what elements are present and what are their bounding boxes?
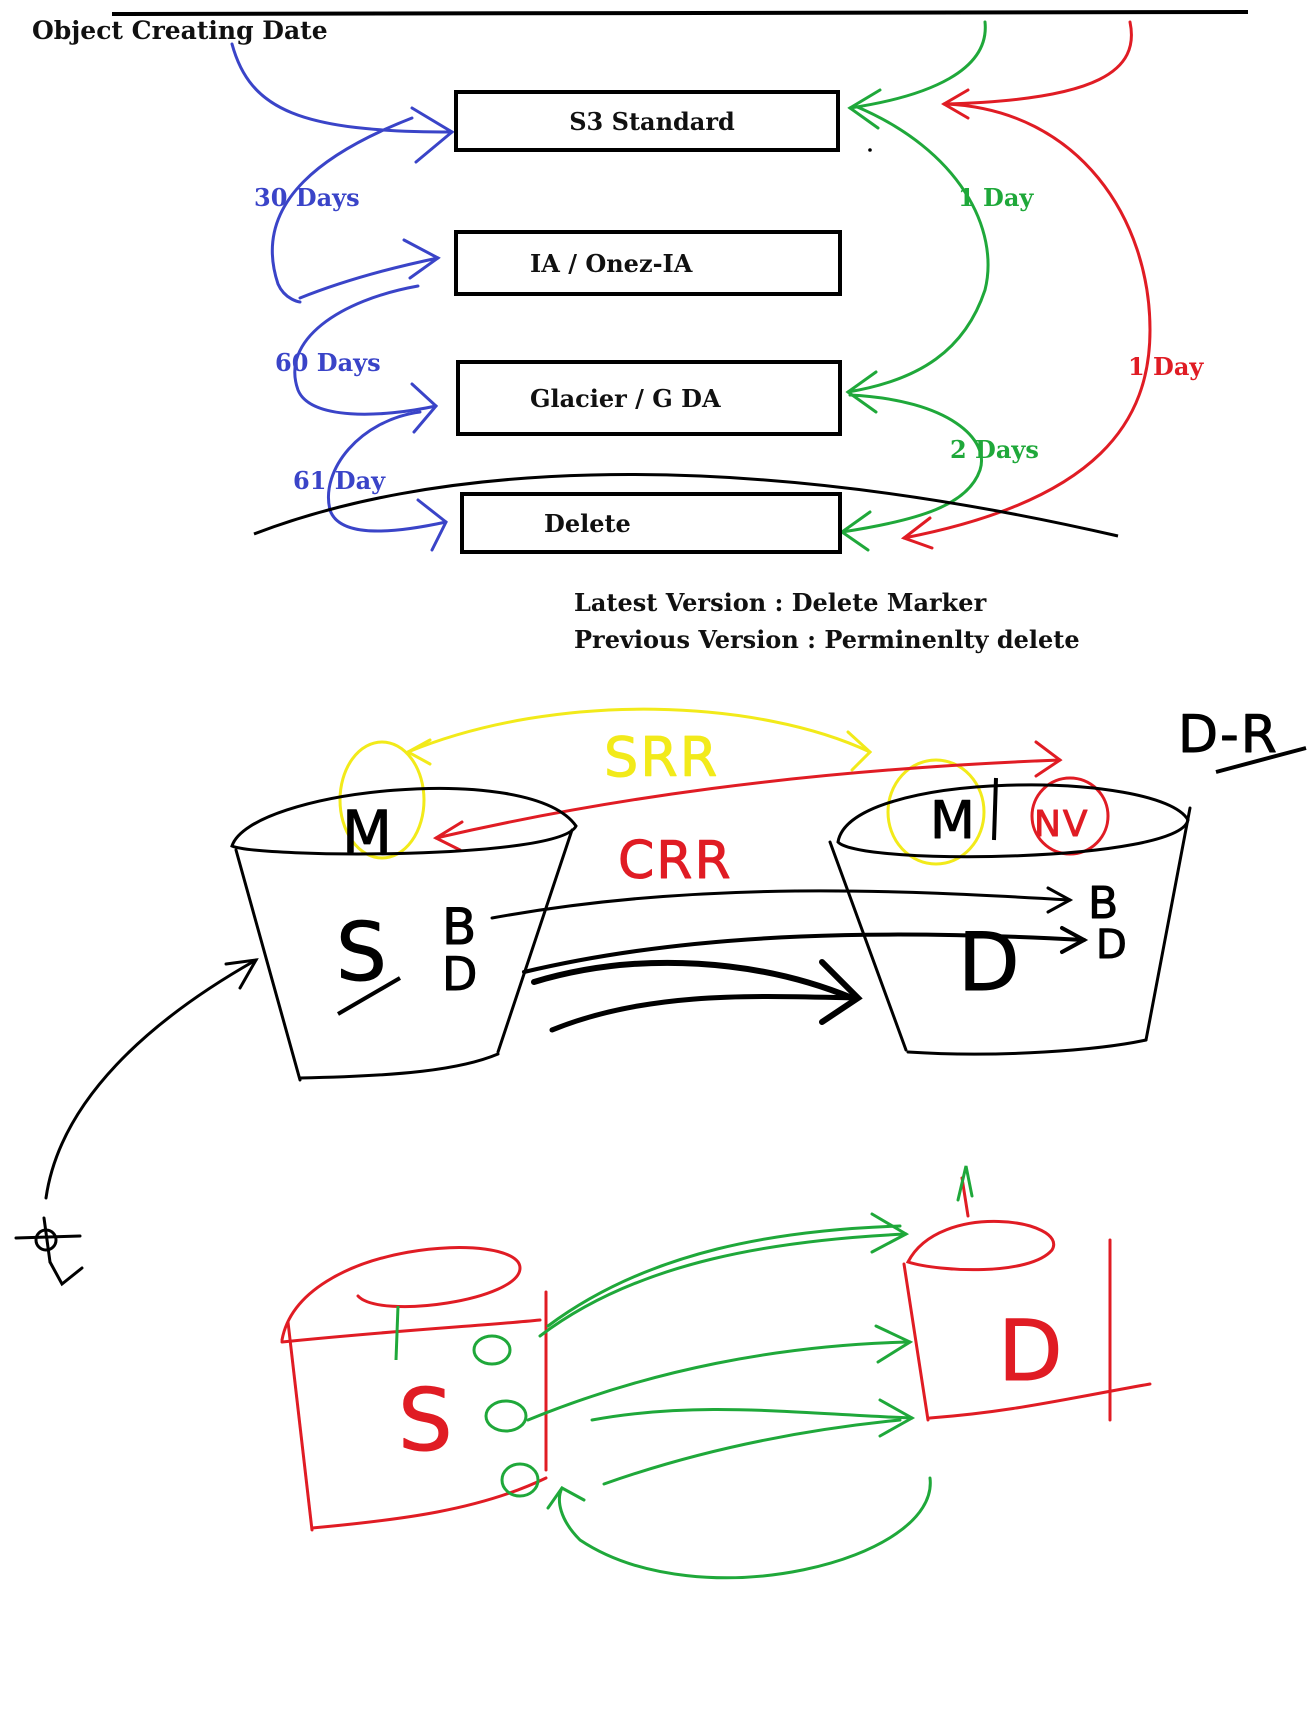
tier-infrequent-access: IA / Onez-IA: [454, 230, 842, 296]
source-object-d: D: [442, 947, 479, 1001]
dest-marker-m: M: [930, 791, 977, 851]
dest-object-d-small: D: [1096, 922, 1129, 968]
tier-delete: Delete: [460, 492, 842, 554]
red-transition-arrow: [900, 20, 1152, 550]
green-label-1-day: 1 Day: [958, 183, 1034, 212]
nv-marker: NV: [1034, 804, 1090, 845]
dr-underline: [1215, 746, 1307, 774]
crr-label: CRR: [618, 831, 733, 891]
blue-label-60-days: 60 Days: [275, 348, 381, 377]
tier-label: IA / Onez-IA: [530, 248, 693, 278]
dest-object-d: D: [958, 916, 1022, 1009]
srr-arrow: [338, 707, 986, 866]
dest-marker-divider: [992, 777, 998, 841]
delete-arc: [253, 473, 1119, 538]
blue-label-61-day: 61 Day: [293, 466, 386, 495]
previous-version-note: Previous Version : Perminenlty delete: [574, 625, 1080, 654]
tier-s3-standard: S3 Standard: [454, 90, 840, 152]
blue-label-30-days: 30 Days: [254, 183, 360, 212]
tier-label: Glacier / G DA: [530, 383, 721, 413]
red-label-1-day: 1 Day: [1128, 352, 1204, 381]
red-dest-label: D: [998, 1302, 1065, 1400]
source-object-b: B: [442, 898, 478, 956]
tier-glacier: Glacier / G DA: [456, 360, 842, 436]
stray-dot: [868, 148, 872, 152]
green-replication-arrows: [526, 1212, 932, 1580]
dr-label: D-R: [1178, 705, 1279, 765]
green-transition-arrows: [839, 20, 990, 552]
red-source-bucket: [280, 1246, 548, 1532]
top-rule: [111, 10, 1249, 16]
red-source-tick: [394, 1305, 400, 1361]
destination-bucket: [828, 783, 1192, 1056]
latest-version-note: Latest Version : Delete Marker: [574, 588, 987, 617]
red-dest-bucket: [902, 1176, 1152, 1422]
user-figure: [14, 958, 259, 1287]
srr-label: SRR: [604, 726, 719, 789]
source-bucket: [230, 786, 578, 1082]
page-title: Object Creating Date: [32, 16, 328, 45]
green-label-2-days: 2 Days: [950, 435, 1039, 464]
dest-object-b: B: [1088, 878, 1120, 929]
source-marker-m: M: [342, 798, 394, 866]
crr-arrow: [432, 740, 1110, 856]
source-bucket-strike: [336, 976, 402, 1016]
green-object-circles: [472, 1334, 540, 1498]
red-source-label: S: [398, 1371, 455, 1471]
tier-label: S3 Standard: [569, 106, 735, 136]
red-dest-tick: [956, 1165, 974, 1202]
tier-label: Delete: [544, 508, 631, 538]
replication-arrows: [490, 886, 1089, 1033]
source-bucket-label: S: [336, 906, 389, 999]
